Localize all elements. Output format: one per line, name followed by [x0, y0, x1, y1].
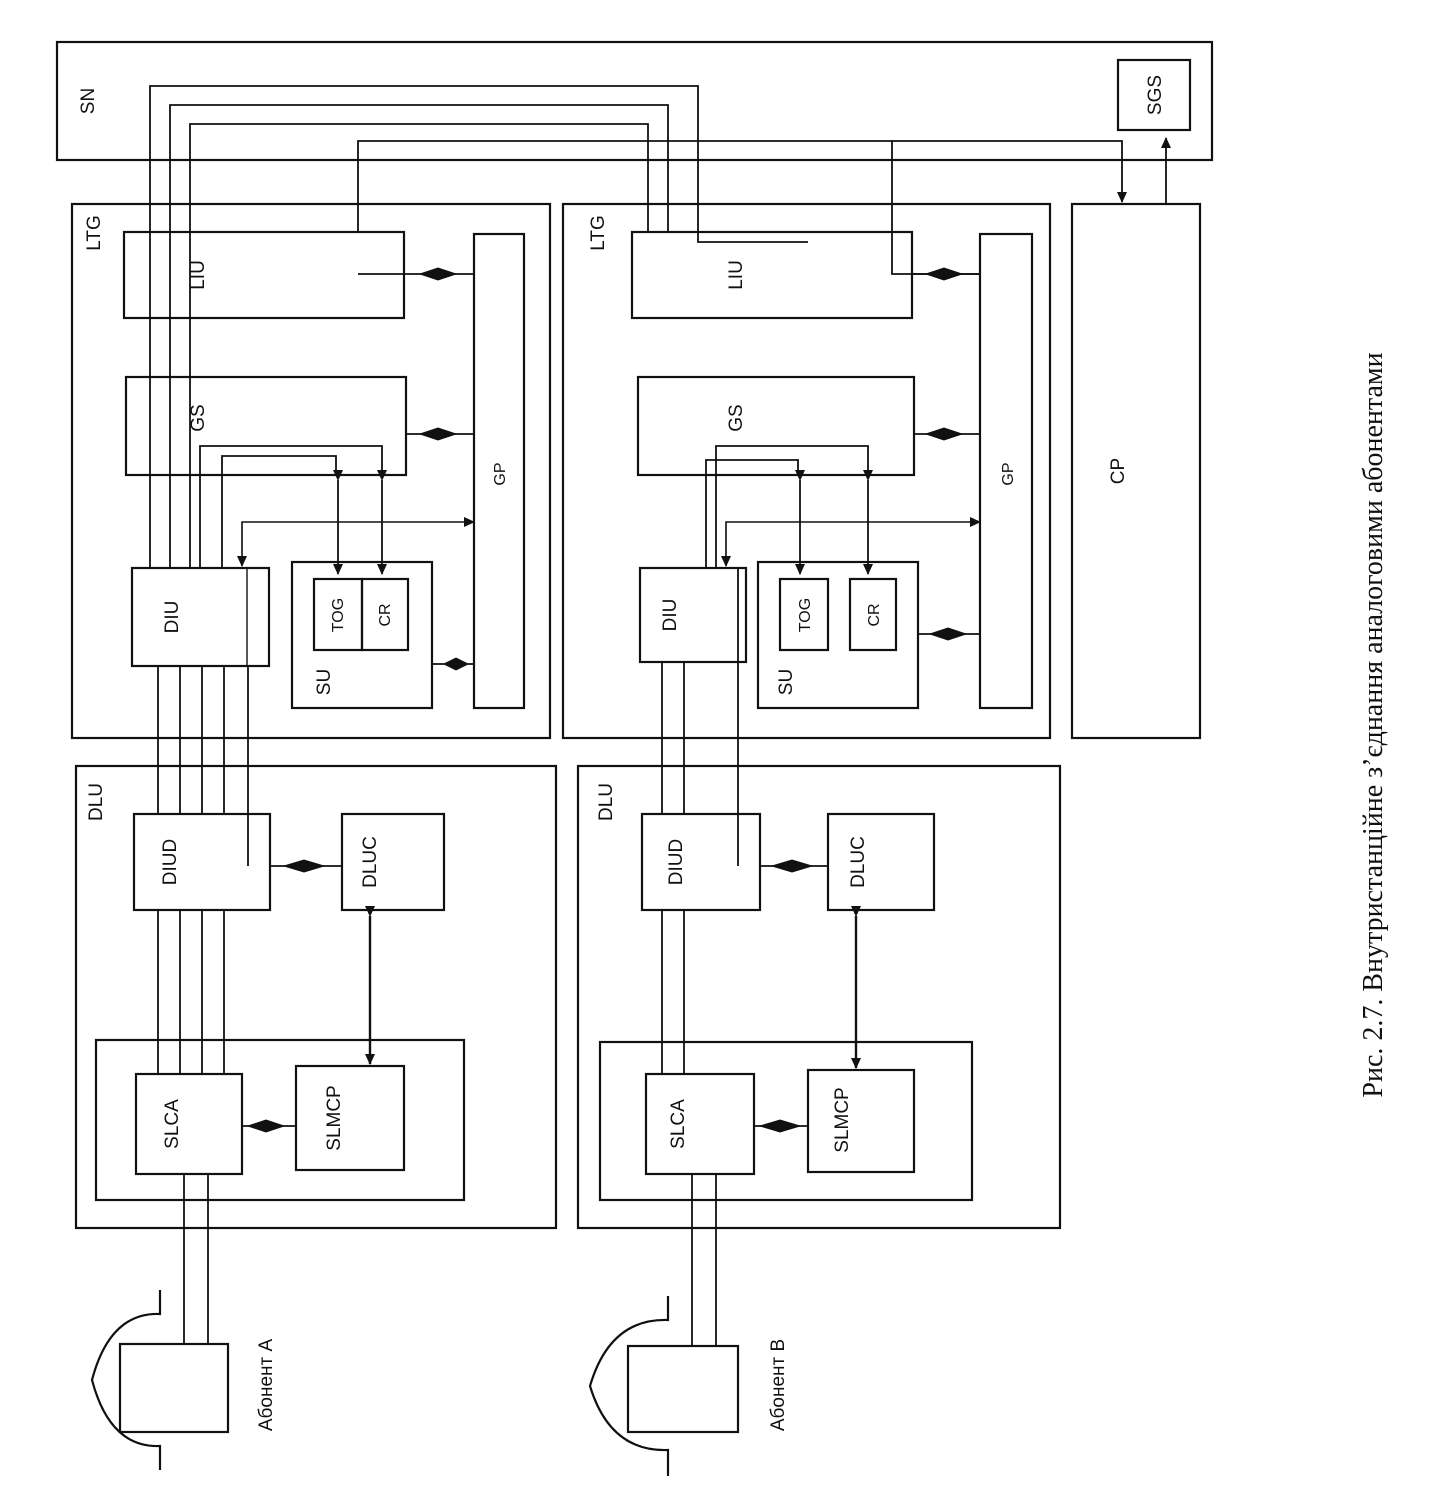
- slca-1-box: [134, 1072, 244, 1176]
- dluc-2-box: [826, 812, 936, 912]
- control-connectors: [242, 267, 980, 1133]
- liu-2-box: [630, 230, 914, 320]
- liu-1-label: LIU: [188, 260, 209, 290]
- cp-block: CP: [1070, 202, 1202, 740]
- dlu-2: DLU DIUD DLUC SLCA SLMCP: [576, 764, 1062, 1230]
- dlu-1-label: DLU: [86, 783, 107, 821]
- dlu-1: DLU DIUD DLUC SLCA SLMCP: [74, 764, 558, 1230]
- gs-su-arrows: [333, 470, 873, 575]
- ltg-2: LTG LIU GS GP DIU SU TOG CR: [561, 202, 1052, 740]
- dluc-1-box: [340, 812, 446, 912]
- slca-2-label: SLCA: [668, 1099, 689, 1149]
- diu-1-label: DIU: [162, 601, 183, 634]
- tog-2-label: TOG: [797, 598, 814, 632]
- slca-1-label: SLCA: [162, 1099, 183, 1149]
- slm-1-group: [94, 1038, 466, 1202]
- sn-label: SN: [78, 88, 99, 114]
- slmcp-2-label: SLMCP: [832, 1087, 853, 1152]
- figure-caption: Рис. 2.7. Внутристанційне з’єднання анал…: [1358, 352, 1389, 1097]
- su-1-box: [290, 560, 434, 710]
- sgs-label: SGS: [1145, 75, 1166, 115]
- diud-2-label: DIUD: [666, 839, 687, 885]
- diud-1-label: DIUD: [160, 839, 181, 885]
- dluc-1-label: DLUC: [360, 836, 381, 888]
- speech-path-1: [149, 85, 980, 1074]
- gp-1-label: GP: [492, 462, 509, 485]
- tog-1-label: TOG: [330, 598, 347, 632]
- cp-label: CP: [1108, 458, 1129, 484]
- phone-a: Абонент А: [90, 1290, 277, 1470]
- gs-1-box: [124, 375, 408, 477]
- slm-2-group: [598, 1040, 974, 1202]
- sn-block: SN: [55, 40, 1214, 162]
- dlu-2-label: DLU: [596, 783, 617, 821]
- su-2-box: [756, 560, 920, 710]
- tog-2-box: [778, 577, 830, 652]
- su-2-label: SU: [776, 669, 797, 695]
- phone-b: Абонент В: [588, 1296, 789, 1476]
- gp-2-label: GP: [1000, 462, 1017, 485]
- gp-2-box: [978, 232, 1034, 710]
- diu-2-box: [638, 566, 748, 664]
- cr-1-box: [360, 577, 410, 652]
- sgs-block: SGS: [1116, 58, 1192, 132]
- dluc-2-label: DLUC: [848, 836, 869, 888]
- su-1-label: SU: [314, 669, 335, 695]
- diud-2-box: [640, 812, 762, 912]
- subscriber-b-label: Абонент В: [768, 1339, 789, 1431]
- gp-1-box: [472, 232, 526, 710]
- dluc-slmcp-arrows: [365, 906, 861, 1069]
- ltg-2-label: LTG: [588, 215, 609, 251]
- subscriber-lines: [183, 1174, 717, 1346]
- slmcp-1-box: [294, 1064, 406, 1172]
- liu-2-label: LIU: [726, 260, 747, 290]
- cr-1-label: CR: [377, 603, 394, 626]
- slmcp-1-label: SLMCP: [324, 1085, 345, 1150]
- subscriber-a-label: Абонент А: [256, 1339, 277, 1432]
- gs-1-label: GS: [188, 404, 209, 431]
- cr-2-box: [848, 577, 898, 652]
- speech-path-2: [661, 445, 981, 1074]
- gs-2-box: [636, 375, 916, 477]
- ltg-1-label: LTG: [84, 215, 105, 251]
- diud-1-box: [132, 812, 272, 912]
- slmcp-2-box: [806, 1068, 916, 1174]
- liu-1-box: [122, 230, 406, 320]
- cr-2-label: CR: [866, 603, 883, 626]
- slca-2-box: [644, 1072, 756, 1176]
- diu-1-box: [130, 566, 271, 668]
- ltg-1: LTG LIU GS GP DIU SU TOG CR: [70, 202, 552, 740]
- cp-sgs-links: [892, 137, 1171, 204]
- diu-2-label: DIU: [660, 599, 681, 632]
- gs-2-label: GS: [726, 404, 747, 431]
